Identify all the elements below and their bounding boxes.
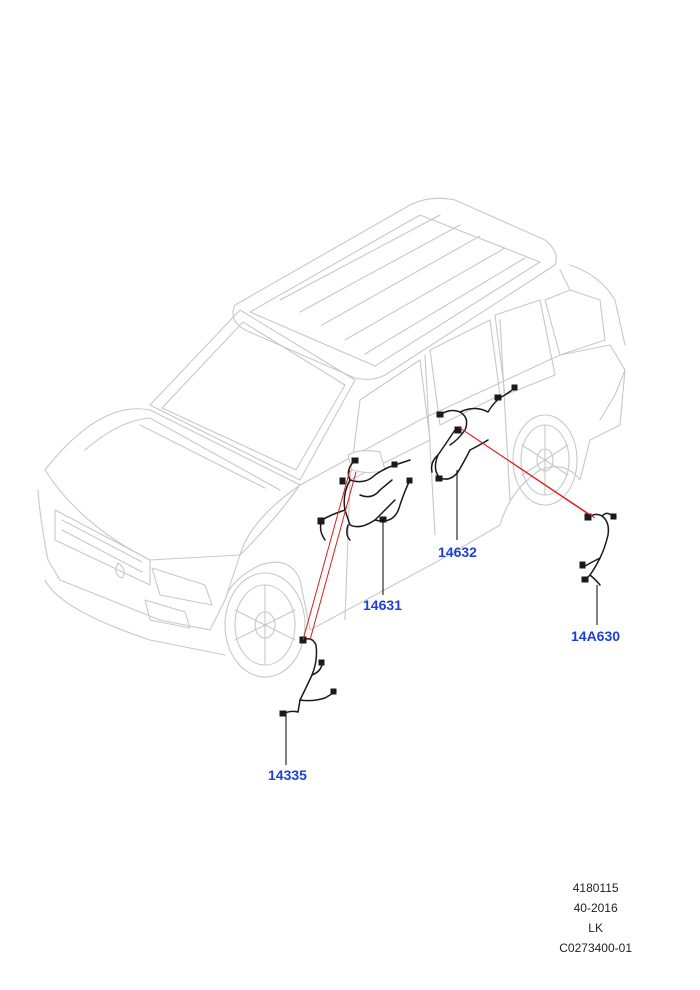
harness-14632 <box>430 384 518 482</box>
callout-14A630: 14A630 <box>571 628 621 644</box>
reference-number: 4180115 <box>572 881 619 895</box>
callout-14335: 14335 <box>268 767 307 783</box>
reference-image-code: C0273400-01 <box>559 941 632 955</box>
reference-date: 40-2016 <box>573 901 618 915</box>
linkage-lines <box>302 427 596 641</box>
harness-14631 <box>317 457 413 541</box>
reference-region: LK <box>588 921 603 935</box>
callout-14632: 14632 <box>438 544 477 560</box>
harness-14335 <box>279 636 337 717</box>
leader-lines <box>285 470 598 765</box>
reference-block: 4180115 40-2016 LK C0273400-01 <box>559 878 632 958</box>
vehicle-outline <box>37 197 626 678</box>
callout-14631: 14631 <box>363 597 402 613</box>
harness-14A630 <box>579 512 617 586</box>
